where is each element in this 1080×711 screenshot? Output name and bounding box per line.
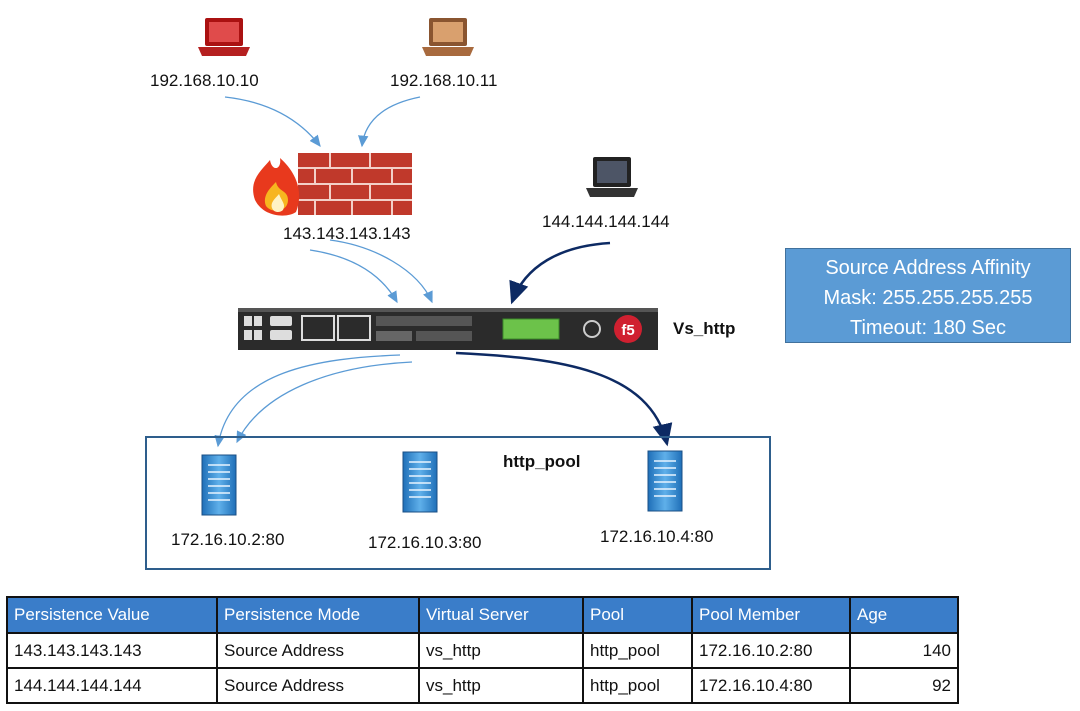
arrow-client-a-to-firewall <box>224 96 321 148</box>
laptop-dark-icon <box>586 157 638 197</box>
table-cell: 143.143.143.143 <box>6 632 218 669</box>
table-row: 143.143.143.143 Source Address vs_http h… <box>6 632 959 669</box>
arrow-lb-to-server1-b <box>236 361 413 444</box>
table-cell: 172.16.10.4:80 <box>691 667 851 704</box>
firewall-icon <box>253 153 412 216</box>
info-line-2: Mask: 255.255.255.255 <box>823 287 1033 309</box>
client-a-ip: 192.168.10.10 <box>150 71 259 90</box>
table-cell: vs_http <box>418 667 584 704</box>
arrow-client-b-to-firewall <box>358 96 421 148</box>
column-header: Age <box>849 596 959 634</box>
svg-text:f5: f5 <box>621 322 634 339</box>
firewall-ip: 143.143.143.143 <box>283 224 411 243</box>
laptop-red-icon <box>198 18 250 56</box>
column-header: Persistence Mode <box>216 596 420 634</box>
persistence-info-box: Source Address Affinity Mask: 255.255.25… <box>785 248 1071 343</box>
virtual-server-name: Vs_http <box>673 319 736 338</box>
arrow-firewall-to-lb-1 <box>309 249 398 304</box>
table-cell: http_pool <box>582 667 693 704</box>
pool-name: http_pool <box>503 452 581 471</box>
column-header: Pool Member <box>691 596 851 634</box>
table-cell: 172.16.10.2:80 <box>691 632 851 669</box>
column-header: Pool <box>582 596 693 634</box>
client-c-ip: 144.144.144.144 <box>542 212 670 231</box>
load-balancer-appliance: f5 <box>238 308 658 350</box>
client-b-ip: 192.168.10.11 <box>390 71 498 90</box>
column-header: Persistence Value <box>6 596 218 634</box>
arrow-client-c-to-lb <box>509 241 611 305</box>
table-cell: http_pool <box>582 632 693 669</box>
pool-member-3: 172.16.10.4:80 <box>600 527 714 546</box>
arrow-firewall-to-lb-2 <box>329 239 433 304</box>
laptop-tan-icon <box>422 18 474 56</box>
table-row: 144.144.144.144 Source Address vs_http h… <box>6 667 959 704</box>
server-icon <box>402 451 438 513</box>
table-cell: 144.144.144.144 <box>6 667 218 704</box>
arrow-lb-to-server1-a <box>214 354 401 448</box>
server-icon <box>201 454 237 516</box>
table-cell: 140 <box>849 632 959 669</box>
table-cell: vs_http <box>418 632 584 669</box>
persistence-records-table: Persistence Value Persistence Mode Virtu… <box>6 596 959 704</box>
table-cell: 92 <box>849 667 959 704</box>
pool-member-2: 172.16.10.3:80 <box>368 533 482 552</box>
info-line-1: Source Address Affinity <box>825 257 1031 279</box>
column-header: Virtual Server <box>418 596 584 634</box>
info-line-3: Timeout: 180 Sec <box>849 317 1006 339</box>
pool-member-1: 172.16.10.2:80 <box>171 530 285 549</box>
table-cell: Source Address <box>216 632 420 669</box>
table-cell: Source Address <box>216 667 420 704</box>
table-header-row: Persistence Value Persistence Mode Virtu… <box>6 596 959 634</box>
server-icon <box>647 450 683 512</box>
pool-container <box>145 436 771 570</box>
arrow-lb-to-server3 <box>455 351 673 447</box>
